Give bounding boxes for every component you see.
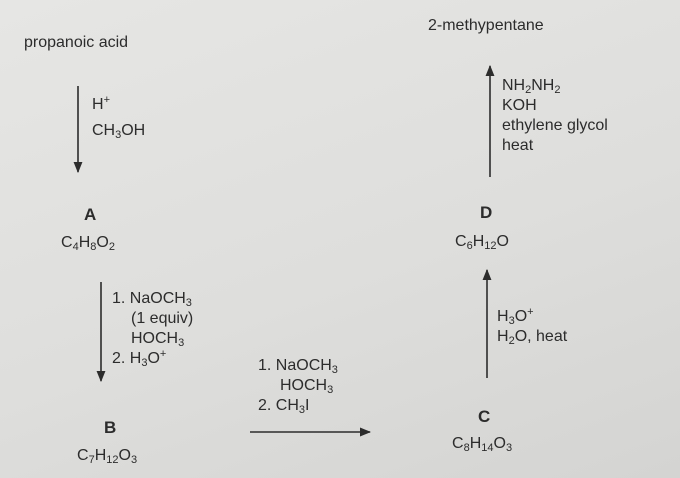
step1-conditions: H+ CH3OH (92, 95, 145, 141)
compound-d-formula: C6H12O (455, 233, 509, 252)
start-material-label: propanoic acid (24, 34, 129, 51)
compound-a-label: A (84, 205, 97, 224)
step5-conditions: NH2NH2 KOH ethylene glycol heat (502, 76, 608, 156)
step2-line3: HOCH3 (131, 330, 185, 349)
step3-line1: 1. NaOCH3 (258, 357, 338, 376)
step4-line1: H3O+ (497, 306, 534, 327)
step3-conditions: 1. NaOCH3 HOCH3 2. CH3I (258, 356, 338, 416)
compound-b-label: B (104, 418, 117, 437)
compound-c-formula: C8H14O3 (452, 435, 513, 454)
step5-line1: NH2NH2 (502, 77, 561, 96)
step2-line1: 1. NaOCH3 (112, 290, 192, 309)
step1-reagent-methanol: CH3OH (92, 122, 146, 141)
step4-line2: H2O, heat (497, 328, 568, 347)
step5-line2: KOH (502, 97, 537, 114)
step3-line3: 2. CH3I (258, 397, 310, 416)
target-compound-label: 2-methypentane (428, 17, 544, 34)
compound-b-formula: C7H12O3 (77, 447, 138, 466)
compound-c-label: C (478, 407, 491, 426)
step5-line4: heat (502, 137, 534, 154)
step4-conditions: H3O+ H2O, heat (497, 307, 567, 347)
compound-d-label: D (480, 203, 493, 222)
step2-line4: 2. H3O+ (112, 348, 167, 369)
step2-conditions: 1. NaOCH3 (1 equiv) HOCH3 2. H3O+ (112, 289, 193, 369)
step2-line2: (1 equiv) (131, 310, 194, 327)
step5-line3: ethylene glycol (502, 117, 608, 134)
compound-a-formula: C4H8O2 (61, 234, 115, 253)
step3-line2: HOCH3 (280, 377, 334, 396)
step1-reagent-acid: H+ (92, 94, 110, 114)
